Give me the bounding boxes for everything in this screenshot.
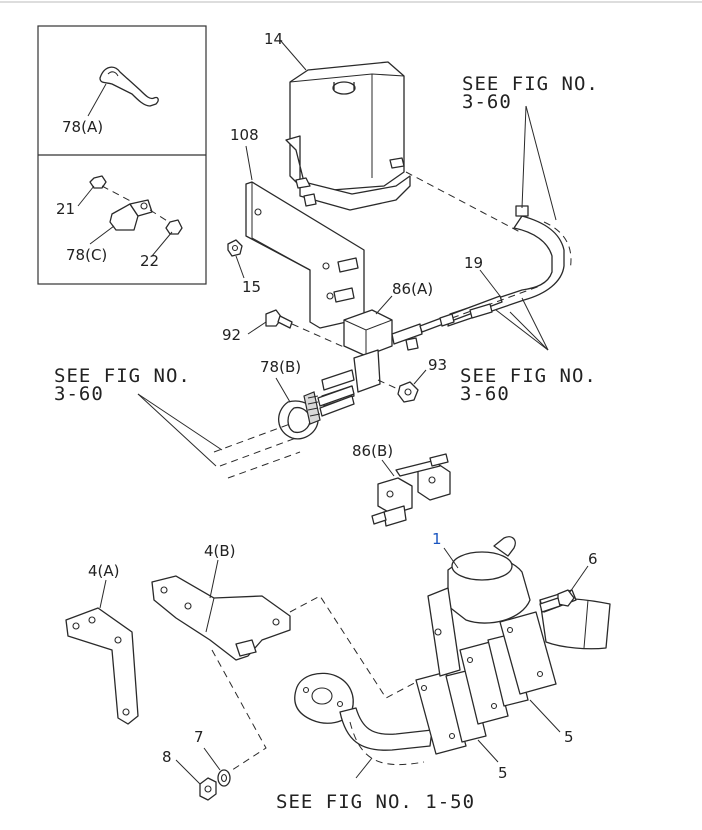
label-86a: 86(A) [392,280,433,298]
valve-86a [321,309,423,407]
nut-15 [227,239,243,257]
label-5-lower: 5 [498,764,508,782]
leader-93 [413,369,427,385]
leader-6 [569,565,589,593]
leader-1 [443,547,459,569]
clip-78a-drawing [99,66,159,107]
hoses-left [213,385,355,479]
bolt-6 [539,589,575,613]
gasket-flanges [415,611,557,755]
label-93: 93 [428,356,447,374]
bracket-108 [245,181,365,329]
washer-7 [217,769,231,787]
tank-14 [285,61,411,211]
leader-22 [151,231,173,257]
label-7: 7 [194,728,204,746]
leader-21 [77,185,95,207]
leader-86b [381,459,395,477]
bracket-4a [65,607,139,725]
leader-4b [209,559,219,599]
ref-mid-left-1: SEE FIG NO. [54,365,191,387]
label-108: 108 [230,126,259,144]
clamp-78b [278,391,321,440]
leader-ref-left-b [137,393,217,467]
bolt-92-dash [291,323,347,349]
leader-108 [245,145,253,181]
dash-bracket-pipe [289,595,421,699]
leader-ref-left-a [137,393,223,451]
leader-5-lower [477,739,499,763]
label-22: 22 [140,252,159,270]
leader-86a [375,295,393,315]
ref-mid-right-1: SEE FIG NO. [460,365,597,387]
leader-19 [479,269,501,297]
clip-78c-drawing [89,175,183,235]
inset-box: 78(A) 21 78(C) 22 [37,25,207,285]
leader-78c [89,225,115,245]
ref-top-right-2: 3-60 [462,91,512,113]
label-19: 19 [464,254,483,272]
ref-bottom: SEE FIG NO. 1-50 [276,791,475,813]
label-5-upper: 5 [564,728,574,746]
leader-4a [99,579,107,609]
valve-86b [371,453,451,527]
ref-top-right-1: SEE FIG NO. [462,73,599,95]
label-4b: 4(B) [204,542,236,560]
bolt-92 [265,309,293,329]
dash-bracket-nut [211,649,267,775]
leader-ref-top-a [521,105,527,209]
leader-ref-mid-c [521,297,549,351]
label-21: 21 [56,200,75,218]
leader-7 [203,747,221,771]
exhaust-pipe [294,672,433,766]
label-14: 14 [264,30,283,48]
hoses-right [419,285,541,333]
ref-mid-right-2: 3-60 [460,383,510,405]
leader-15 [235,255,245,279]
ref-mid-left-2: 3-60 [54,383,104,405]
tank-feed-dash [405,171,521,233]
leader-ref-mid-b [509,311,549,351]
label-78c: 78(C) [66,246,107,264]
nut-8 [199,777,217,801]
leader-14 [279,39,307,71]
label-8: 8 [162,748,172,766]
label-15: 15 [242,278,261,296]
leader-5-upper [529,699,561,733]
leader-ref-top-b [525,105,557,221]
leader-78b [275,377,291,403]
bracket-4b [151,575,291,661]
label-1: 1 [432,530,442,548]
leader-ref-bottom [355,757,373,779]
label-6: 6 [588,550,598,568]
leader-92 [247,321,267,335]
label-78b: 78(B) [260,358,301,376]
leader-78a [87,83,107,117]
label-86b: 86(B) [352,442,393,460]
label-92: 92 [222,326,241,344]
leader-8 [175,759,201,785]
nut-93 [397,381,419,403]
label-4a: 4(A) [88,562,120,580]
nut-93-dash [377,379,401,391]
leader-ref-mid-a [495,309,549,351]
label-78a: 78(A) [62,118,103,136]
